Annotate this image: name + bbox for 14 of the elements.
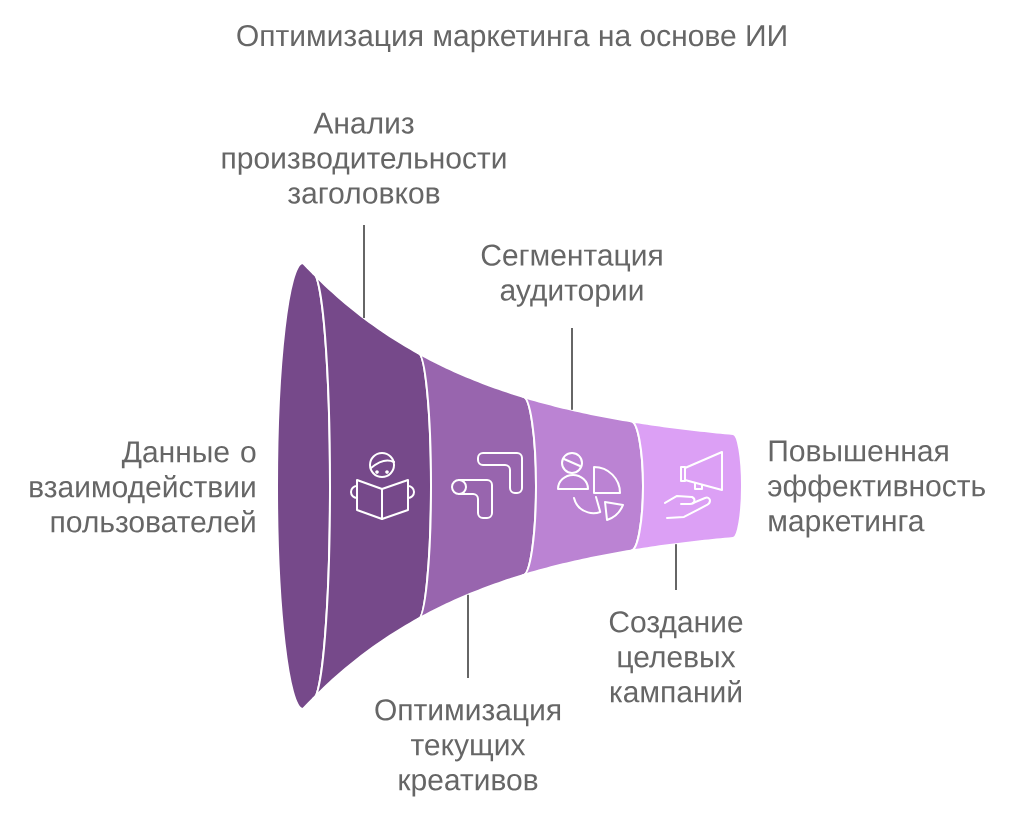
leader-line (571, 327, 573, 411)
title: Оптимизация маркетинга на основе ИИ (237, 25, 786, 53)
stage-label: Создание целевых кампаний (609, 611, 743, 703)
leader-line (467, 593, 469, 679)
funnel-segment (630, 420, 743, 552)
funnel-segment (522, 395, 644, 577)
stage-label: Сегментация аудитории (481, 244, 662, 307)
funnel-segment (417, 352, 537, 620)
side-label: Данные о взаимодействии пользователей (30, 441, 256, 533)
stage-label: Оптимизация текущих креативов (375, 699, 561, 797)
leader-line (363, 224, 365, 319)
leader-line (675, 543, 677, 591)
side-label: Повышенная эффективность маркетинга (768, 440, 985, 538)
stage-label: Анализ производительности заголовков (222, 112, 506, 204)
